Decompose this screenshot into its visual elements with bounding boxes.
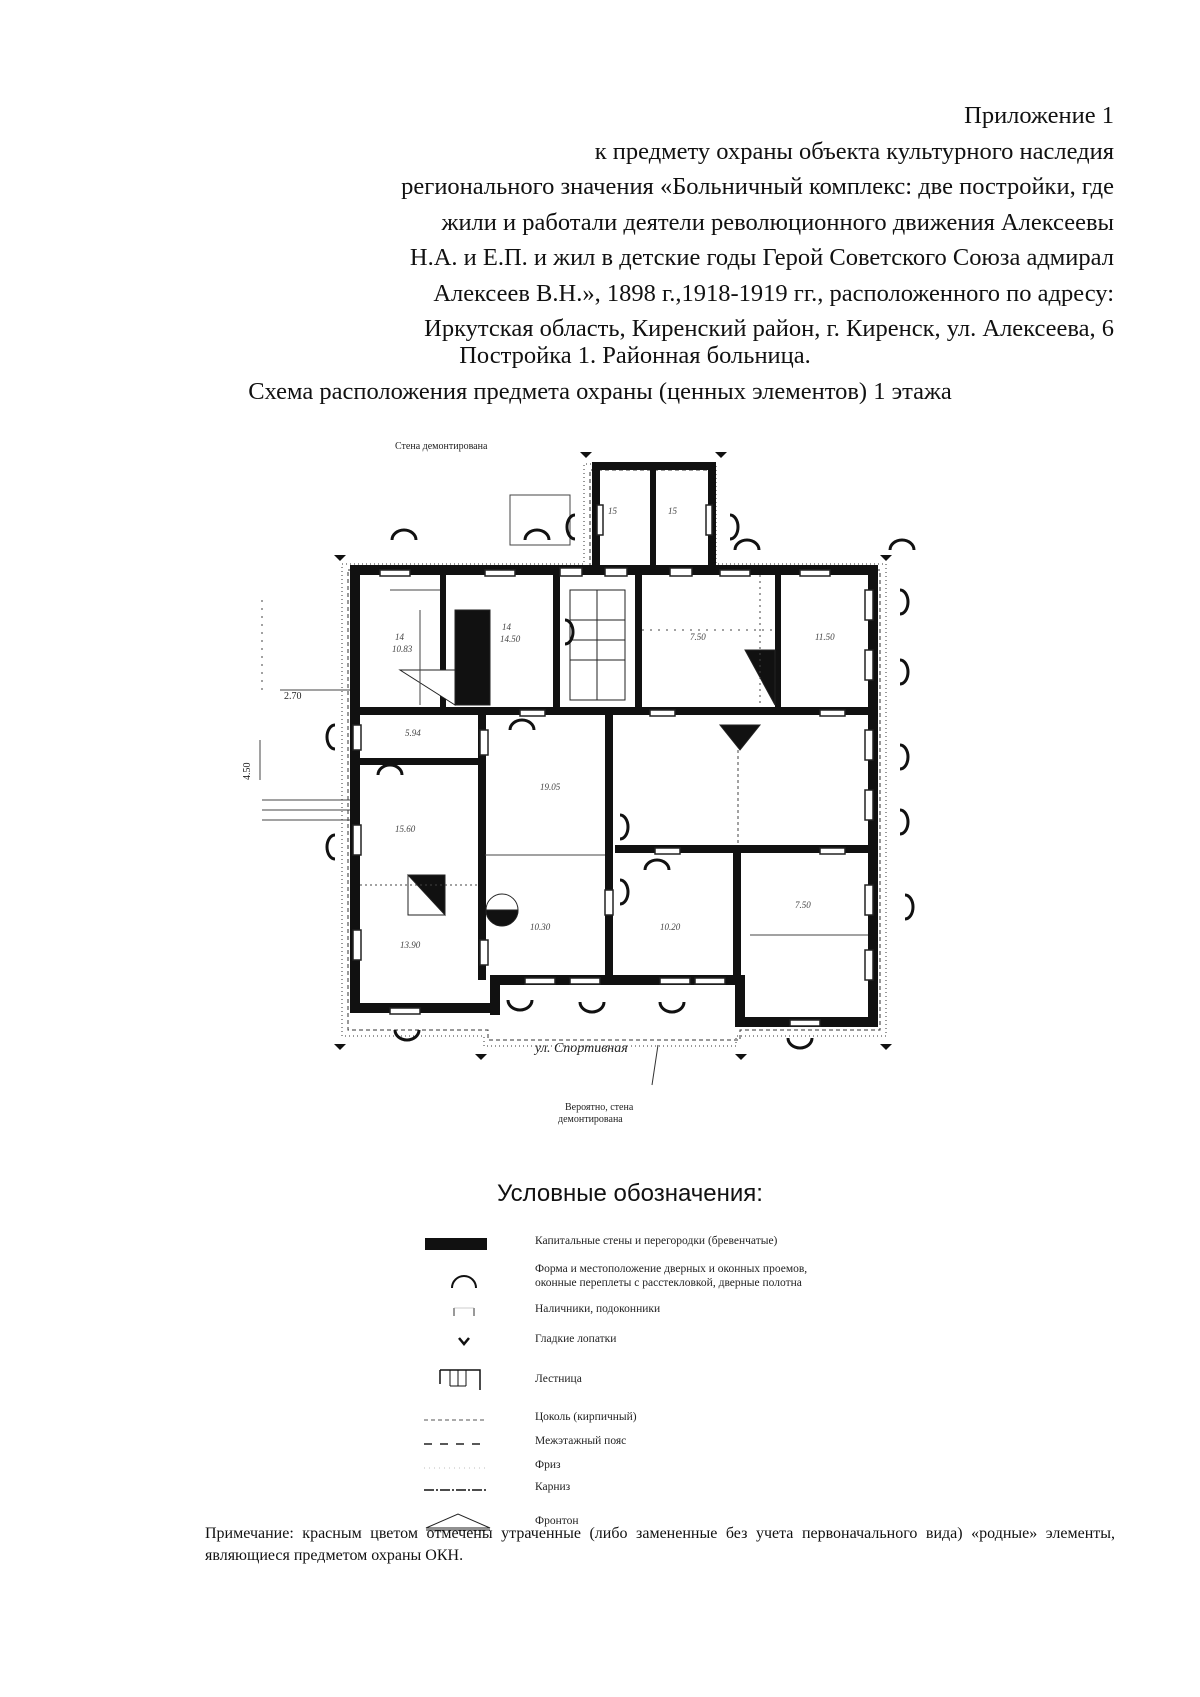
legend-label: Фронтон (535, 1515, 579, 1527)
openings (325, 513, 916, 1050)
note-wall-dismantled: Стена демонтирована (395, 441, 488, 452)
svg-text:5.94: 5.94 (405, 728, 421, 738)
legend-item: Цоколь (кирпичный) (420, 1408, 880, 1432)
legend-item: Лестница (420, 1364, 880, 1396)
legend-item: Форма и местоположение дверных и оконных… (420, 1260, 880, 1294)
legend-label: Гладкие лопатки (535, 1333, 617, 1345)
frieze-line-symbol (424, 1467, 486, 1469)
legend-label: Цоколь (кирпичный) (535, 1411, 637, 1423)
svg-text:15.60: 15.60 (395, 824, 416, 834)
note-wall-probably-2: демонтирована (558, 1114, 623, 1125)
legend-item: Карниз (420, 1478, 880, 1502)
header-line: регионального значения «Больничный компл… (401, 173, 1114, 200)
svg-text:11.50: 11.50 (815, 632, 835, 642)
dimension-label: 2.70 (284, 691, 302, 702)
stairs-icon (439, 1369, 481, 1390)
svg-text:13.90: 13.90 (400, 940, 421, 950)
legend-label: Карниз (535, 1481, 571, 1493)
scheme-title: Схема расположения предмета охраны (ценн… (248, 378, 952, 405)
opening-arc-icon (451, 1275, 477, 1289)
window-frame-symbol (453, 1307, 475, 1316)
header-line: Алексеев В.Н.», 1898 г.,1918-1919 гг., р… (433, 279, 1114, 307)
legend-item: Фронтон (420, 1508, 880, 1532)
cornice-line-symbol (424, 1489, 486, 1491)
note-wall-probably: Вероятно, стена (565, 1102, 634, 1113)
plan-annotations: Стена демонтирована 2.70 4.50 ул. Спорти… (242, 441, 659, 1125)
dimension-label: 4.50 (242, 763, 253, 781)
legend-label: Капитальные стены и перегородки (бревенч… (535, 1235, 778, 1247)
legend-label: Лестница (535, 1373, 582, 1385)
svg-text:7.50: 7.50 (795, 900, 811, 910)
stairs (398, 589, 776, 927)
street-label: ул. Спортивная (533, 1041, 628, 1056)
svg-text:10.20: 10.20 (660, 922, 681, 932)
legend-item: Капитальные стены и перегородки (бревенч… (420, 1232, 880, 1256)
legend-item: Фриз (420, 1456, 880, 1480)
legend-label: Фриз (535, 1459, 561, 1471)
svg-text:10.83: 10.83 (392, 644, 413, 654)
appendix-header: Приложение 1 к предмету охраны объекта к… (294, 98, 1114, 347)
header-line: Иркутская область, Киренский район, г. К… (424, 315, 1114, 342)
header-line: Приложение 1 (964, 102, 1114, 129)
legend-label: Межэтажный пояс (535, 1435, 627, 1447)
svg-text:19.05: 19.05 (540, 782, 561, 792)
svg-text:15: 15 (668, 506, 678, 516)
header-line: жили и работали деятели революционного д… (441, 208, 1114, 236)
header-line: Н.А. и Е.П. и жил в детские годы Герой С… (409, 244, 1114, 271)
plinth-line-symbol (424, 1419, 486, 1421)
svg-text:14: 14 (502, 622, 512, 632)
svg-text:14: 14 (395, 632, 405, 642)
capital-wall-symbol (425, 1238, 487, 1250)
document-titles: Постройка 1. Районная больница. Схема ра… (0, 338, 1200, 410)
header-line: к предмету охраны объекта культурного на… (594, 137, 1114, 165)
svg-text:10.30: 10.30 (530, 922, 551, 932)
pediment-icon (425, 1513, 491, 1531)
chevron-down-icon (458, 1337, 470, 1346)
window-frames (352, 504, 874, 1027)
footnote: Примечание: красным цветом отмечены утра… (205, 1525, 1115, 1564)
capital-walls (350, 462, 878, 1027)
building-title: Постройка 1. Районная больница. (459, 342, 811, 369)
svg-text:15: 15 (608, 506, 618, 516)
legend-label: оконные переплеты с расстекловкой, дверн… (535, 1277, 802, 1289)
legend-label: Форма и местоположение дверных и оконных… (535, 1263, 808, 1275)
legend-item: Межэтажный пояс (420, 1432, 880, 1456)
legend-title: Условные обозначения: (497, 1180, 763, 1207)
svg-text:7.50: 7.50 (690, 632, 706, 642)
legend-item: Наличники, подоконники (420, 1300, 880, 1324)
floor-plan: Стена демонтирована 2.70 4.50 ул. Спорти… (242, 441, 916, 1125)
legend-label: Наличники, подоконники (535, 1303, 661, 1315)
legend-item: Гладкие лопатки (420, 1330, 880, 1354)
belt-line-symbol (424, 1443, 486, 1445)
svg-text:14.50: 14.50 (500, 634, 521, 644)
